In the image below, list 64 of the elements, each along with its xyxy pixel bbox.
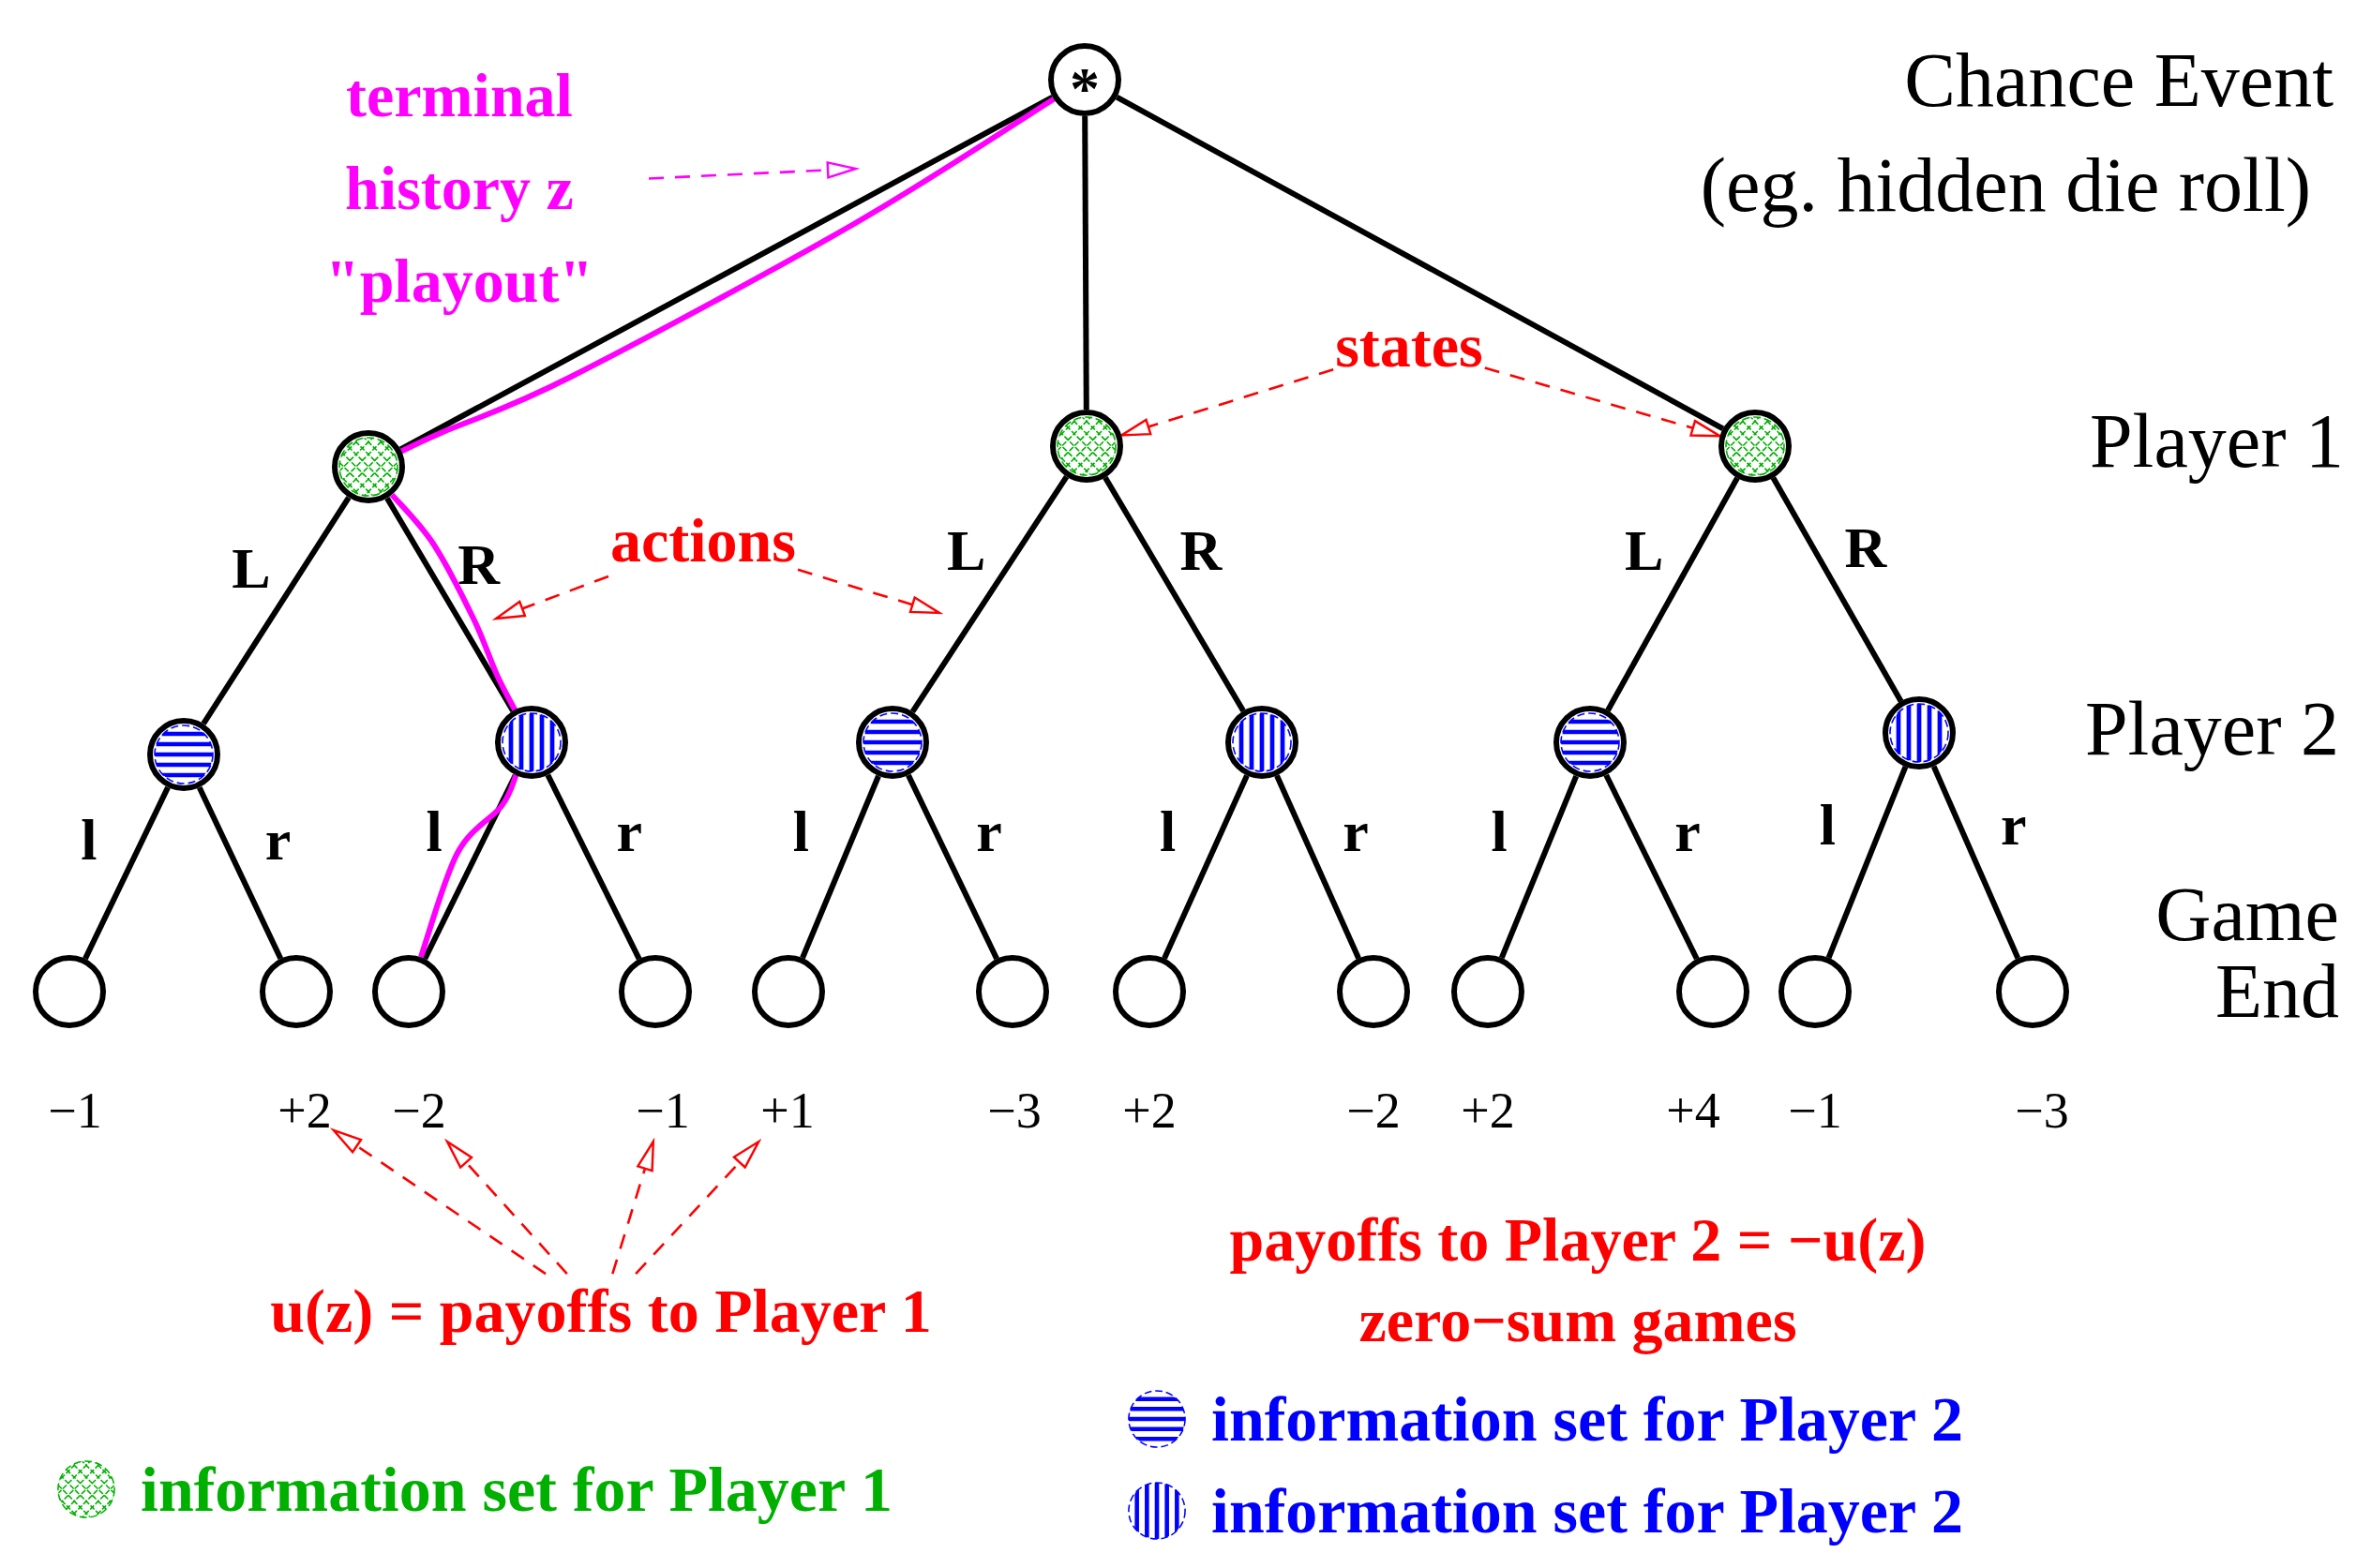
annotation-text: u(z) = payoffs to Player 1: [270, 1276, 932, 1347]
leader-arrow: [1484, 366, 1721, 438]
branch-line: [1274, 774, 1361, 960]
payoff-value: −2: [392, 1081, 446, 1141]
payoff-value: +2: [1461, 1081, 1515, 1141]
branch-label: l: [426, 802, 443, 861]
branch-line: [1770, 476, 1904, 703]
branch-line: [1603, 773, 1700, 961]
leader-arrow: [648, 161, 858, 180]
branch-line: [1103, 476, 1246, 712]
branch-label: R: [1179, 521, 1223, 580]
asterisk-symbol: *: [1070, 59, 1100, 111]
branch-label: l: [1491, 802, 1508, 861]
leader-arrow: [1120, 367, 1334, 437]
branch-label: l: [81, 810, 98, 869]
branch-line: [1825, 766, 1909, 959]
branch-label: r: [616, 802, 642, 861]
row-label: Chance Event: [1904, 42, 2333, 119]
branch-line: [1499, 774, 1579, 960]
branch-label: r: [976, 802, 1002, 861]
payoff-value: −3: [2015, 1081, 2069, 1141]
branch-line: [1115, 95, 1725, 431]
annotation-text: states: [1335, 310, 1483, 381]
payoff-value: +4: [1666, 1081, 1720, 1141]
branch-line: [197, 785, 283, 961]
annotation-text: actions: [610, 505, 796, 576]
row-label: Game End: [2154, 876, 2339, 1030]
branch-label: L: [947, 521, 986, 580]
leader-arrow: [611, 1140, 655, 1275]
branch-line: [909, 474, 1070, 714]
branch-label: l: [1160, 802, 1177, 861]
branch-line: [1605, 476, 1740, 712]
branch-line: [1082, 116, 1089, 410]
branch-label: r: [264, 810, 292, 869]
branch-line: [906, 773, 999, 961]
payoff-value: +1: [760, 1081, 815, 1141]
branch-line: [1930, 765, 2021, 960]
branch-label: L: [232, 539, 271, 598]
payoff-value: −3: [987, 1081, 1042, 1141]
leader-arrow: [332, 1128, 547, 1276]
branch-label: l: [1819, 796, 1837, 855]
payoff-value: −1: [636, 1081, 690, 1141]
branch-line: [545, 773, 642, 961]
branch-label: r: [2000, 796, 2027, 855]
branch-label: L: [1625, 521, 1664, 580]
payoff-value: +2: [1122, 1081, 1177, 1141]
branch-line: [800, 774, 881, 960]
branch-line: [201, 496, 352, 725]
leader-arrow: [797, 568, 941, 615]
annotation-text: terminal history z "playout": [272, 48, 647, 327]
branch-label: r: [1343, 802, 1369, 861]
branch-label: l: [792, 802, 810, 861]
payoff-value: −1: [48, 1081, 102, 1141]
payoff-value: −1: [1788, 1081, 1842, 1141]
branch-line: [83, 785, 171, 961]
payoff-value: −2: [1346, 1081, 1401, 1141]
branch-line: [1162, 774, 1250, 960]
branch-label: R: [458, 535, 501, 594]
branch-label: R: [1844, 517, 1887, 576]
leader-arrow: [635, 1140, 760, 1275]
payoff-value: +2: [278, 1081, 332, 1141]
leader-arrow: [445, 1140, 568, 1275]
leader-arrow: [494, 575, 609, 620]
branch-label: r: [1674, 802, 1701, 861]
